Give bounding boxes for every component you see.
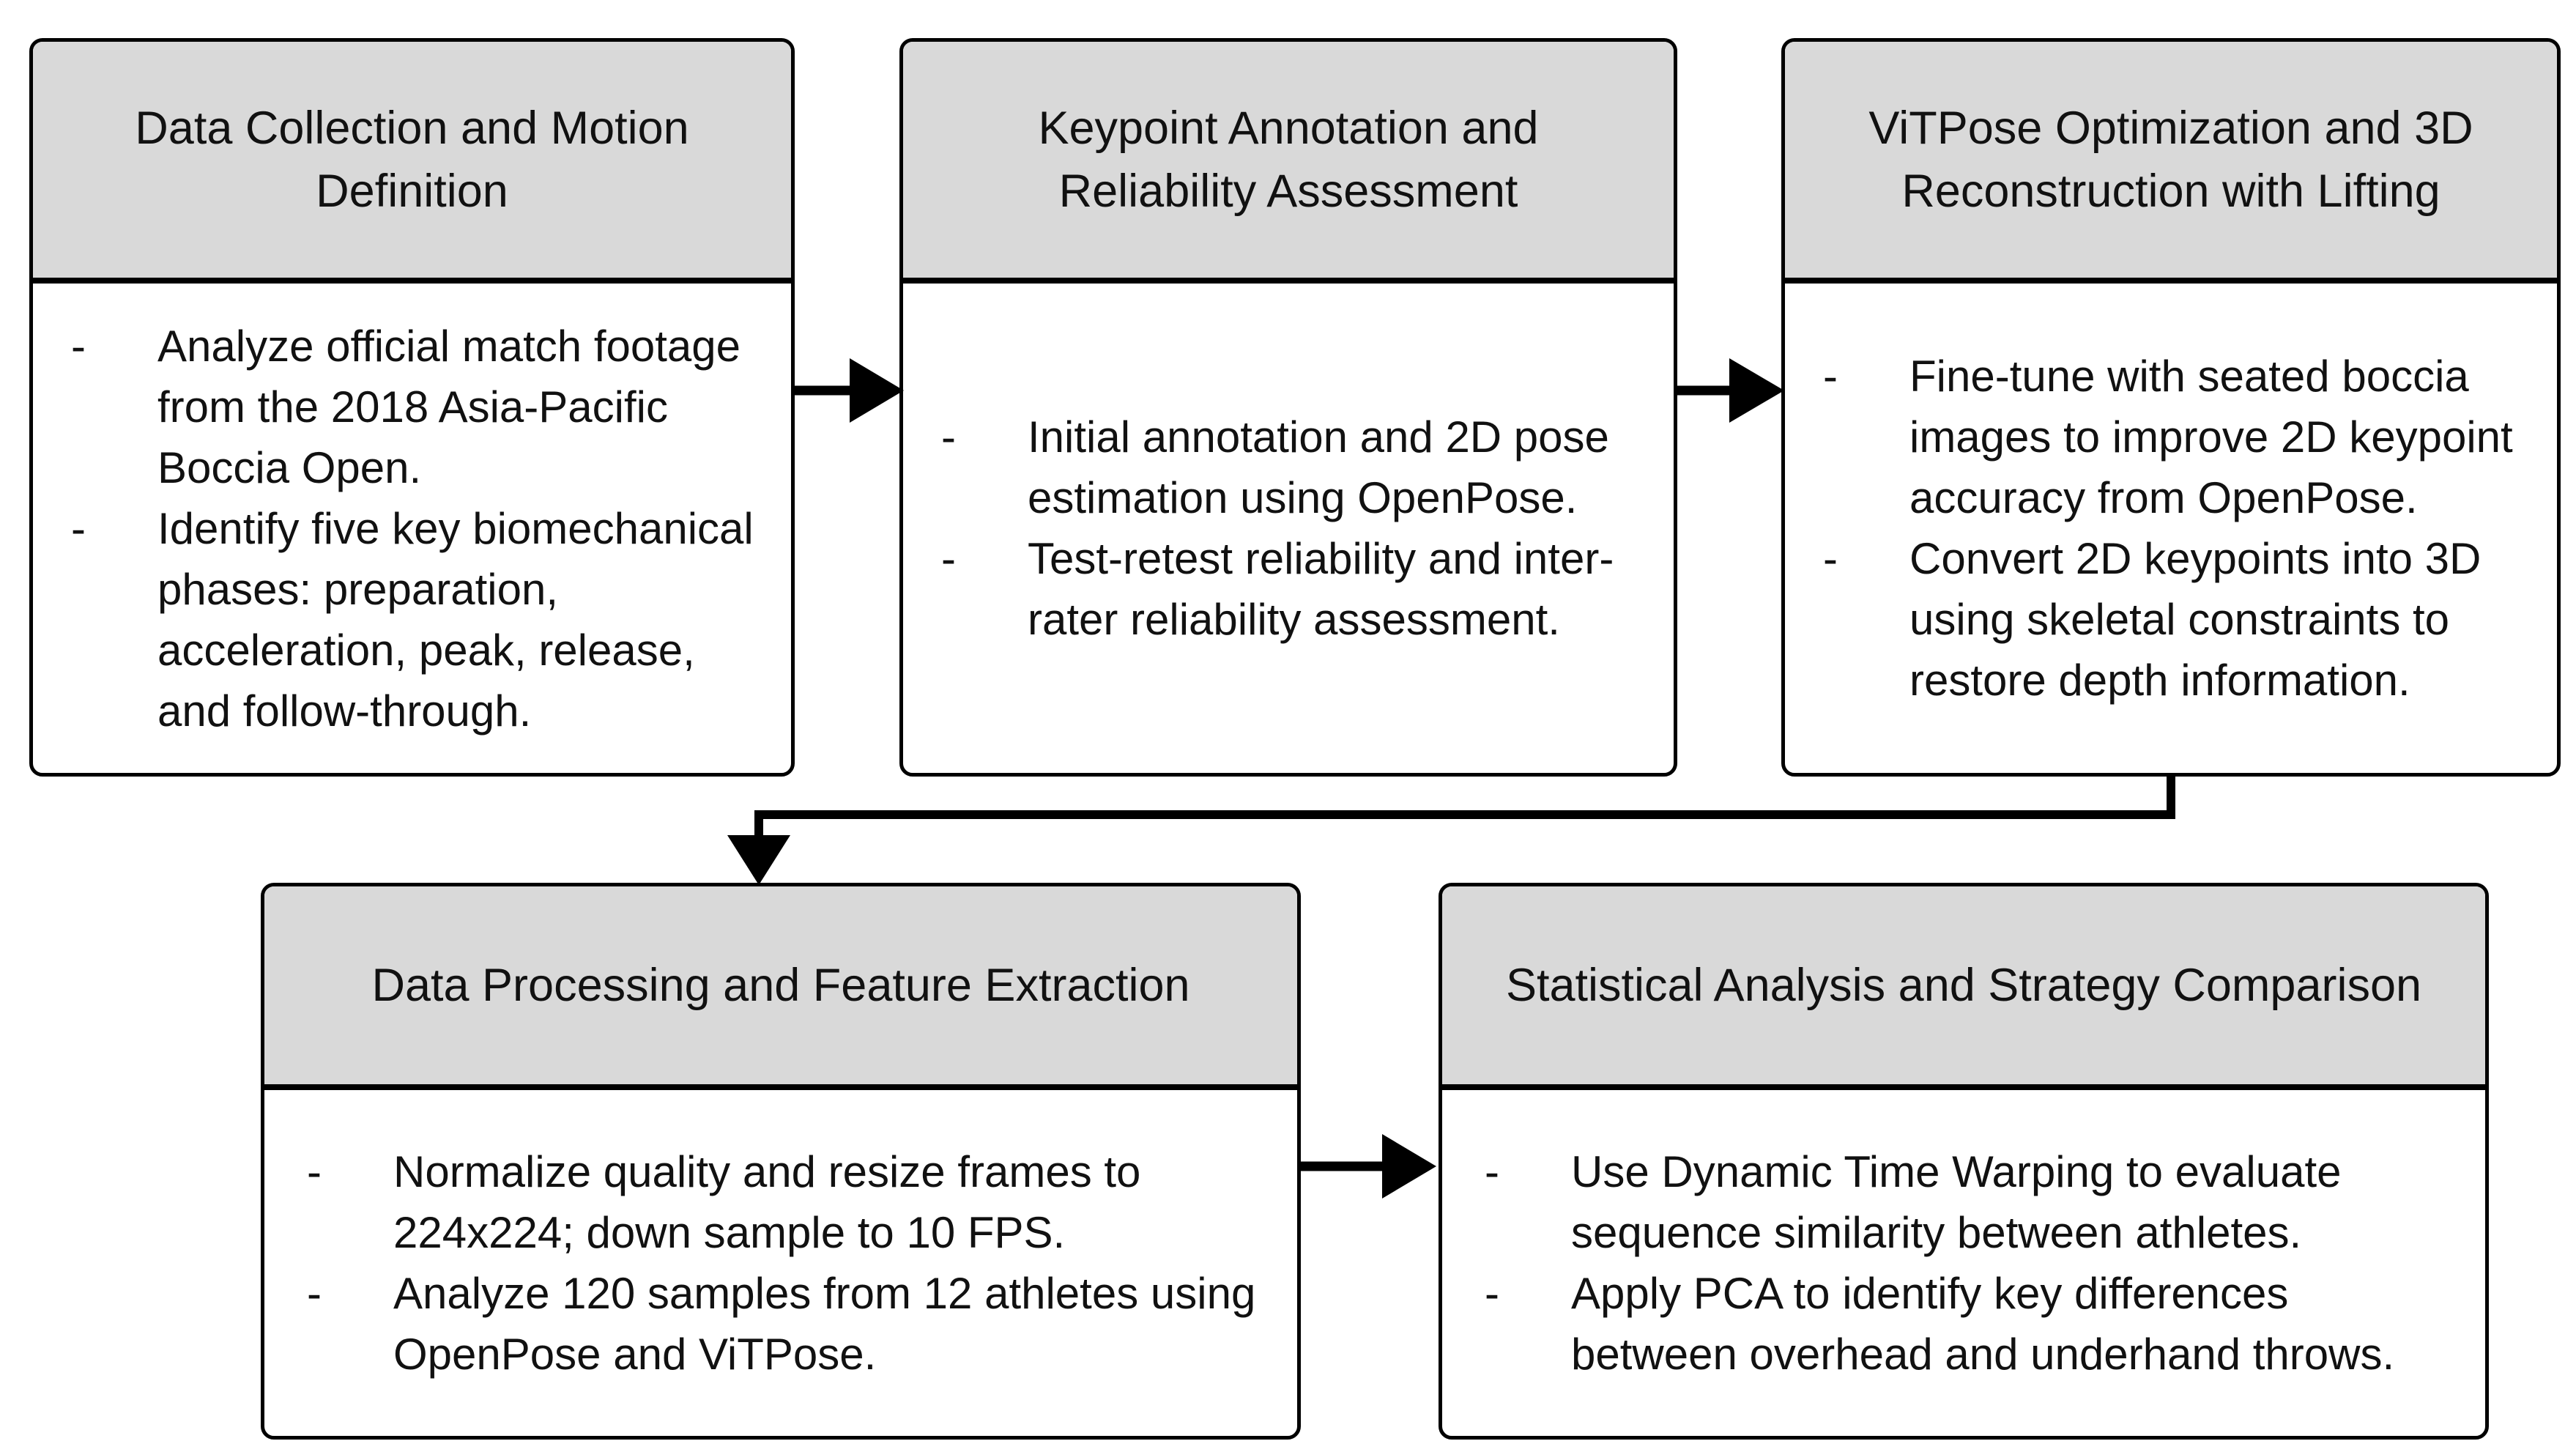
box-data-processing: Data Processing and Feature Extraction -…: [261, 883, 1301, 1440]
arrow-vitpose-to-processing: [727, 775, 2175, 885]
bullet-text: Normalize quality and resize frames to 2…: [393, 1147, 1141, 1257]
bullet-marker: -: [1823, 534, 1838, 583]
bullet-item: - Apply PCA to identify key differences …: [1485, 1263, 2457, 1385]
box-keypoint-annotation-header: Keypoint Annotation and Reliability Asse…: [903, 42, 1674, 284]
box-vitpose-optimization-body: - Fine-tune with seated boccia images to…: [1785, 284, 2557, 773]
bullet-text: Analyze official match footage from the …: [157, 321, 741, 492]
bullet-text: Identify five key biomechanical phases: …: [157, 503, 754, 736]
bullet-item: - Use Dynamic Time Warping to evaluate s…: [1485, 1141, 2457, 1263]
box-vitpose-optimization: ViTPose Optimization and 3D Reconstructi…: [1781, 38, 2561, 777]
bullet-marker: -: [71, 503, 86, 553]
bullet-item: - Normalize quality and resize frames to…: [307, 1141, 1269, 1263]
bullet-marker: -: [941, 412, 956, 462]
bullet-item: - Identify five key biomechanical phases…: [71, 498, 763, 741]
box-title: Keypoint Annotation and Reliability Asse…: [1038, 103, 1539, 217]
bullet-item: - Analyze official match footage from th…: [71, 316, 763, 498]
arrow-annotation-to-vitpose: [1677, 358, 1784, 423]
box-title: Data Collection and Motion Definition: [135, 103, 689, 217]
bullet-marker: -: [307, 1269, 322, 1318]
bullet-item: - Fine-tune with seated boccia images to…: [1823, 346, 2529, 528]
box-keypoint-annotation: Keypoint Annotation and Reliability Asse…: [899, 38, 1677, 777]
box-keypoint-annotation-body: - Initial annotation and 2D pose estimat…: [903, 284, 1674, 773]
box-data-processing-header: Data Processing and Feature Extraction: [264, 886, 1297, 1090]
bullet-item: - Analyze 120 samples from 12 athletes u…: [307, 1263, 1269, 1385]
bullet-text: Test-retest reliability and inter-rater …: [1028, 534, 1614, 644]
box-title: Statistical Analysis and Strategy Compar…: [1505, 960, 2422, 1011]
bullet-text: Convert 2D keypoints into 3D using skele…: [1909, 534, 2482, 705]
bullet-marker: -: [71, 321, 86, 371]
box-data-collection: Data Collection and Motion Definition - …: [29, 38, 795, 777]
box-title: Data Processing and Feature Extraction: [371, 960, 1190, 1011]
bullet-text: Apply PCA to identify key differences be…: [1571, 1269, 2395, 1379]
bullet-text: Fine-tune with seated boccia images to i…: [1909, 352, 2513, 522]
box-vitpose-optimization-header: ViTPose Optimization and 3D Reconstructi…: [1785, 42, 2557, 284]
box-data-collection-header: Data Collection and Motion Definition: [33, 42, 791, 284]
box-statistical-analysis-body: - Use Dynamic Time Warping to evaluate s…: [1442, 1090, 2485, 1436]
bullet-item: - Initial annotation and 2D pose estimat…: [941, 407, 1646, 528]
bullet-text: Analyze 120 samples from 12 athletes usi…: [393, 1269, 1256, 1379]
bullet-marker: -: [1485, 1147, 1499, 1196]
box-title: ViTPose Optimization and 3D Reconstructi…: [1868, 103, 2473, 217]
bullet-marker: -: [941, 534, 956, 583]
bullet-item: - Convert 2D keypoints into 3D using ske…: [1823, 528, 2529, 711]
arrow-collection-to-annotation: [795, 358, 904, 423]
box-statistical-analysis-header: Statistical Analysis and Strategy Compar…: [1442, 886, 2485, 1090]
bullet-marker: -: [1823, 352, 1838, 401]
bullet-text: Use Dynamic Time Warping to evaluate seq…: [1571, 1147, 2342, 1257]
bullet-text: Initial annotation and 2D pose estimatio…: [1028, 412, 1609, 522]
box-data-collection-body: - Analyze official match footage from th…: [33, 284, 791, 773]
bullet-item: - Test-retest reliability and inter-rate…: [941, 528, 1646, 650]
arrow-processing-to-statistical: [1301, 1134, 1436, 1199]
bullet-marker: -: [307, 1147, 322, 1196]
box-data-processing-body: - Normalize quality and resize frames to…: [264, 1090, 1297, 1436]
box-statistical-analysis: Statistical Analysis and Strategy Compar…: [1439, 883, 2489, 1440]
bullet-marker: -: [1485, 1269, 1499, 1318]
